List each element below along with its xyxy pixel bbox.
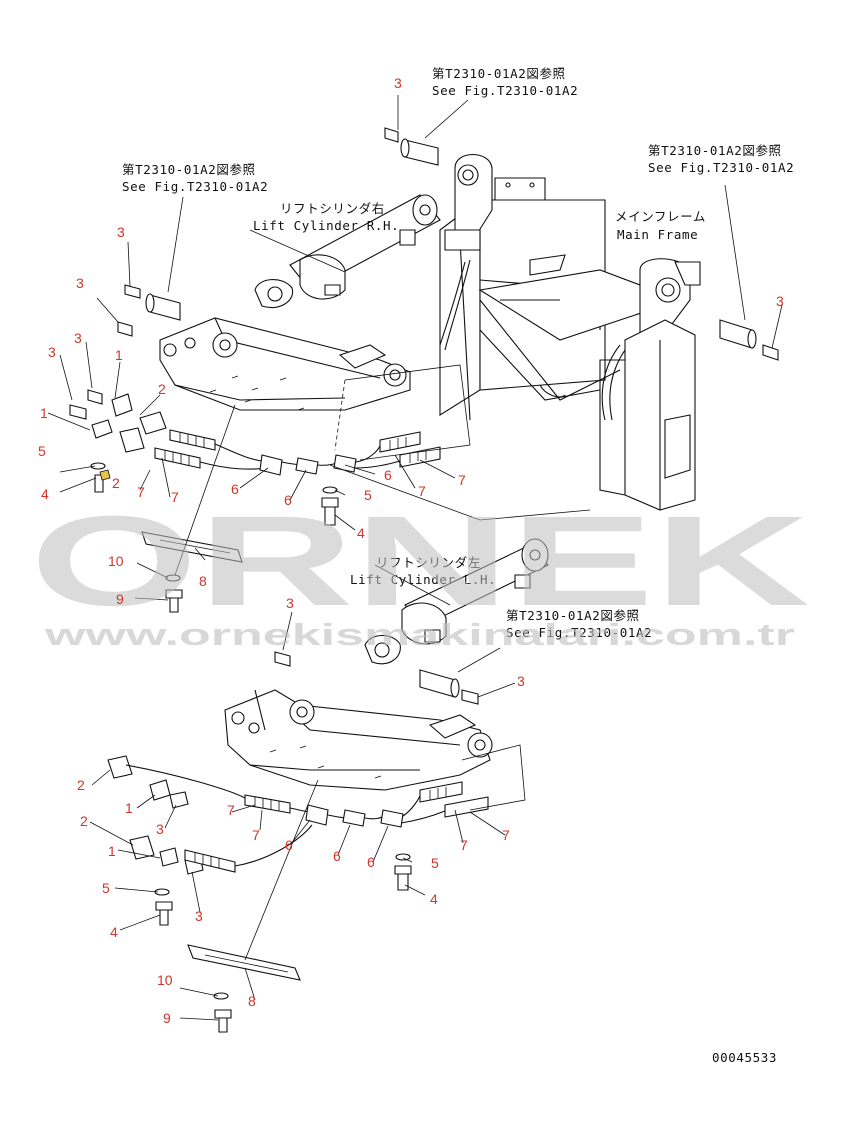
watermark-url: www.ornekismakinalari.com.tr [43, 617, 795, 652]
callout-1: 1 [108, 843, 116, 859]
callout-2: 2 [77, 777, 85, 793]
main-frame [439, 154, 701, 511]
ref-lower-en: See Fig.T2310-01A2 [506, 625, 652, 640]
ref-left-jp: 第T2310-01A2図参照 [122, 162, 256, 177]
callout-4: 4 [430, 891, 438, 907]
lift-arm-upper [159, 317, 411, 411]
callout-6: 6 [285, 837, 293, 853]
callout-3: 3 [195, 908, 203, 924]
callout-3: 3 [286, 595, 294, 611]
part-callouts: 3 3 3 3 3 1 2 1 5 4 2 7 7 6 6 6 7 7 5 4 … [38, 75, 784, 1026]
callout-6: 6 [284, 492, 292, 508]
callout-3: 3 [156, 821, 164, 837]
main-frame-jp-label: メインフレーム [615, 209, 706, 224]
callout-6: 6 [367, 854, 375, 870]
callout-5: 5 [364, 487, 372, 503]
reference-labels: 第T2310-01A2図参照 See Fig.T2310-01A2 第T2310… [122, 66, 794, 640]
callout-1: 1 [115, 347, 123, 363]
callout-6: 6 [333, 848, 341, 864]
ref-lower-jp: 第T2310-01A2図参照 [506, 608, 640, 623]
pins-upper [69, 127, 779, 420]
ref-top-jp: 第T2310-01A2図参照 [432, 66, 566, 81]
ref-right-jp: 第T2310-01A2図参照 [648, 143, 782, 158]
callout-7: 7 [137, 484, 145, 500]
callout-4: 4 [357, 525, 365, 541]
fasteners-upper [90, 462, 339, 526]
callout-3: 3 [776, 293, 784, 309]
ref-left-en: See Fig.T2310-01A2 [122, 179, 268, 194]
guard-plate-lower [187, 944, 301, 1033]
main-frame-en-label: Main Frame [617, 227, 698, 242]
pins-lower [274, 651, 479, 705]
callout-7: 7 [458, 472, 466, 488]
callout-8: 8 [199, 573, 207, 589]
lift-cylinder-rh-jp-label: リフトシリンダ右 [280, 201, 385, 216]
callout-5: 5 [102, 880, 110, 896]
component-labels: リフトシリンダ右 Lift Cylinder R.H. リフトシリンダ左 Lif… [253, 201, 706, 587]
callout-2: 2 [112, 475, 120, 491]
figure-id: 00045533 [712, 1050, 777, 1065]
watermark-brand: ORNEK [30, 490, 810, 633]
callout-6: 6 [231, 481, 239, 497]
callout-7: 7 [418, 483, 426, 499]
guard-plate-upper [141, 531, 243, 613]
hose-assembly-upper [91, 364, 471, 476]
callout-9: 9 [163, 1010, 171, 1026]
fasteners-lower [154, 853, 412, 926]
hose-assembly-lower [107, 744, 526, 875]
callout-3: 3 [76, 275, 84, 291]
callout-8: 8 [248, 993, 256, 1009]
callout-2: 2 [158, 381, 166, 397]
callout-10: 10 [157, 972, 173, 988]
callout-1: 1 [125, 800, 133, 816]
callout-7: 7 [460, 837, 468, 853]
callout-3: 3 [74, 330, 82, 346]
ref-right-en: See Fig.T2310-01A2 [648, 160, 794, 175]
callout-1: 1 [40, 405, 48, 421]
callout-3: 3 [517, 673, 525, 689]
ref-top-en: See Fig.T2310-01A2 [432, 83, 578, 98]
callout-7: 7 [252, 827, 260, 843]
lift-arm-lower [224, 689, 493, 791]
callout-3: 3 [394, 75, 402, 91]
callout-7: 7 [171, 489, 179, 505]
callout-5: 5 [431, 855, 439, 871]
callout-9: 9 [116, 591, 124, 607]
lift-cylinder-lh-en-label: Lift Cylinder L.H. [350, 572, 496, 587]
lift-cylinder-lh-jp-label: リフトシリンダ左 [376, 555, 481, 570]
lift-cylinder-rh-en-label: Lift Cylinder R.H. [253, 218, 399, 233]
callout-3: 3 [117, 224, 125, 240]
callout-4: 4 [41, 486, 49, 502]
lift-cylinder-lh [364, 538, 549, 665]
callout-7: 7 [227, 802, 235, 818]
callout-4: 4 [110, 924, 118, 940]
callout-6: 6 [384, 467, 392, 483]
callout-5: 5 [38, 443, 46, 459]
lift-cylinder-rh [254, 194, 441, 308]
callout-7: 7 [502, 827, 510, 843]
callout-2: 2 [80, 813, 88, 829]
callout-3: 3 [48, 344, 56, 360]
leader-lines [47, 95, 783, 1021]
callout-10: 10 [108, 553, 124, 569]
watermark: ORNEK www.ornekismakinalari.com.tr [30, 490, 810, 652]
